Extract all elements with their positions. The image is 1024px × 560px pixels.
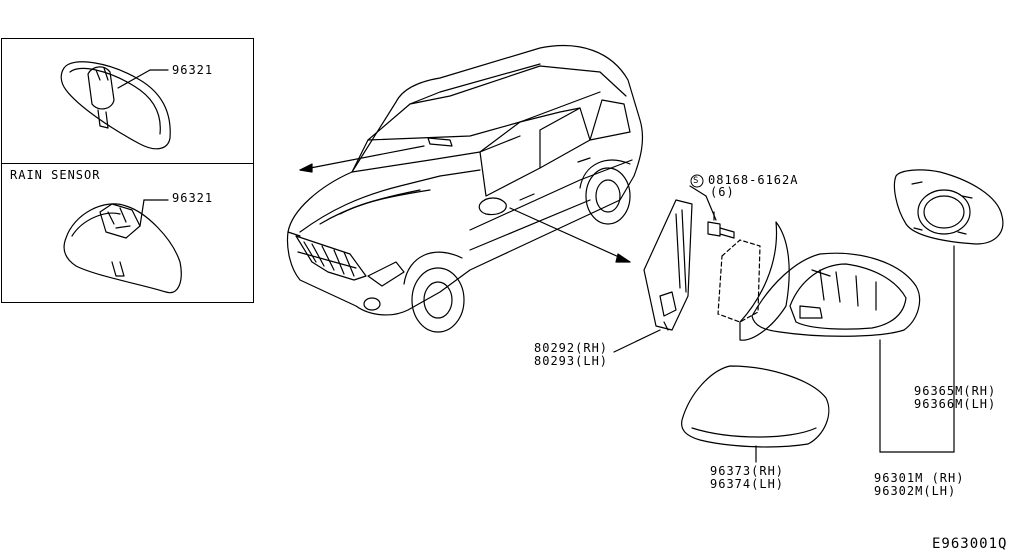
diagram-id: E963001Q — [932, 536, 1008, 552]
leader-lines — [689, 185, 717, 221]
mirror-glass-drawing — [739, 221, 790, 341]
label-bolt-qty: (6) — [710, 185, 735, 199]
label-80293: 80293(LH) — [534, 354, 609, 368]
inset-frame-rain-sensor — [1, 163, 254, 303]
label-bolt-part: 08168-6162A — [708, 173, 799, 187]
label-96374: 96374(LH) — [710, 477, 785, 491]
label-80292: 80292(RH) — [534, 341, 609, 355]
label-96302: 96302M(LH) — [874, 484, 957, 498]
label-96373: 96373(RH) — [710, 464, 785, 478]
actuator-dashed — [717, 239, 761, 323]
bolt-symbol: S — [693, 176, 699, 186]
interior-mirror-drawing — [60, 61, 171, 150]
pointer-arrows — [299, 145, 631, 263]
rain-sensor-mirror-drawing — [63, 199, 182, 294]
mirror-cover-drawing — [681, 365, 830, 463]
mirror-base-drawing — [613, 199, 693, 353]
label-rain-sensor: RAIN SENSOR — [10, 168, 101, 182]
label-96321-rain: 96321 — [172, 191, 214, 205]
label-96301: 96301M (RH) — [874, 471, 965, 485]
label-96365: 96365M(RH) — [914, 384, 997, 398]
mirror-housing-drawing — [751, 252, 955, 453]
mirror-glass-96365-drawing — [893, 169, 1004, 453]
label-96321-top: 96321 — [172, 63, 214, 77]
label-96366: 96366M(LH) — [914, 397, 997, 411]
vehicle-drawing — [286, 44, 644, 333]
bolt-drawing — [707, 211, 735, 239]
